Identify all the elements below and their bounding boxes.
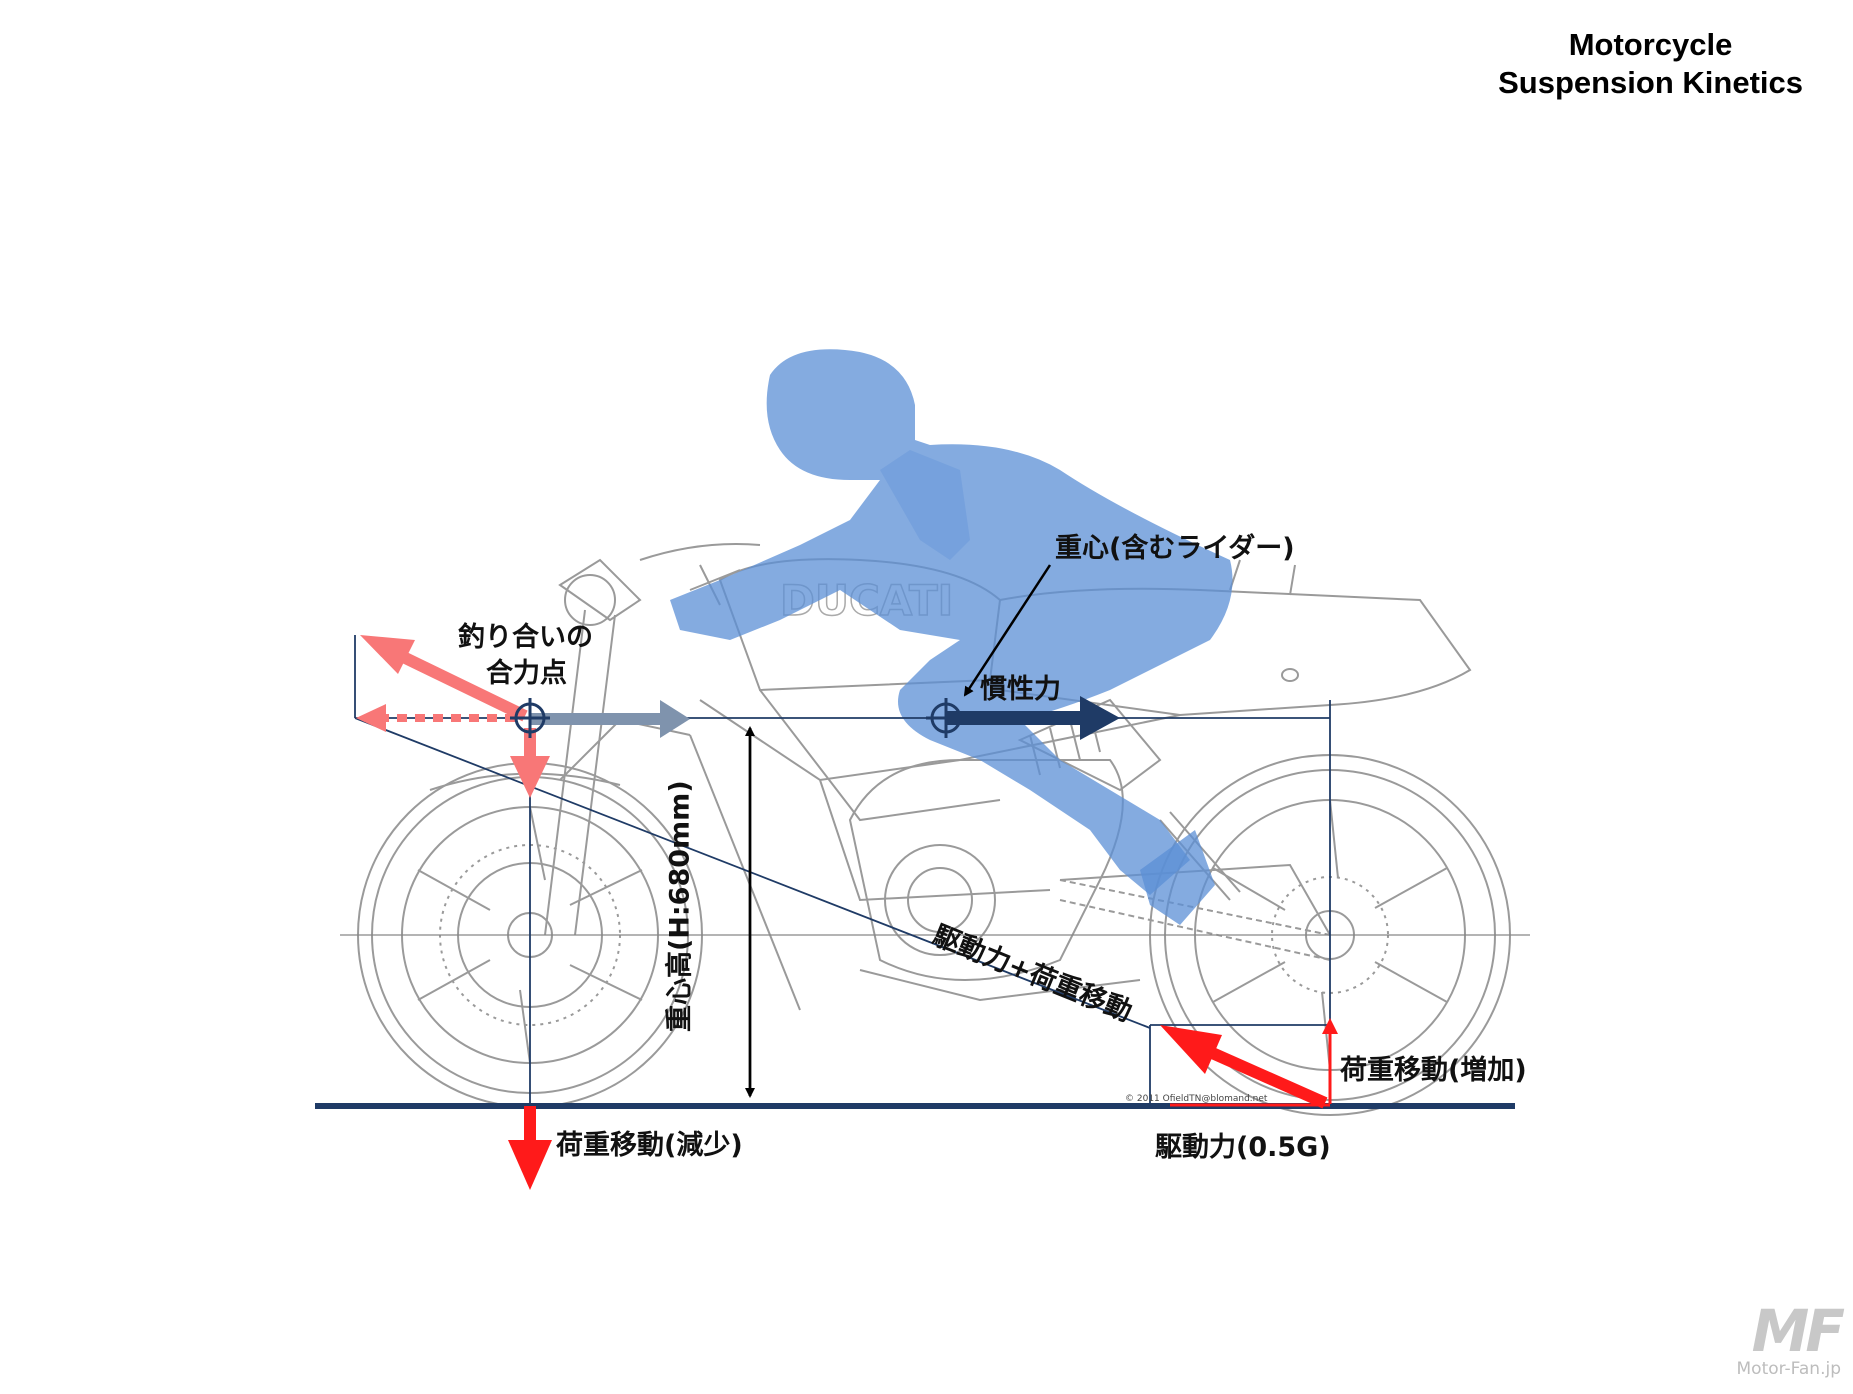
cog-rider-label: 重心(含むライダー) bbox=[1055, 533, 1295, 564]
cg-pointer-line bbox=[963, 564, 1052, 697]
logo-mark: MF bbox=[1751, 1297, 1845, 1365]
inertia-arrow bbox=[946, 696, 1120, 740]
load-decrease-arrow bbox=[508, 1106, 552, 1190]
balance-point-label-1: 釣り合いの bbox=[458, 622, 593, 653]
drive-force-label: 駆動力(0.5G) bbox=[1155, 1132, 1331, 1163]
balance-point-label-2: 合力点 bbox=[486, 658, 567, 689]
diagram-title: Motorcycle Suspension Kinetics bbox=[1498, 26, 1803, 102]
load-increase-label: 荷重移動(増加) bbox=[1340, 1055, 1527, 1086]
rider-silhouette bbox=[670, 349, 1233, 925]
logo-site: Motor-Fan.jp bbox=[1736, 1359, 1842, 1379]
cog-height-label: 重心高(H:680mm) bbox=[664, 780, 696, 1033]
balance-point-marker bbox=[510, 698, 550, 738]
title-line-2: Suspension Kinetics bbox=[1498, 65, 1803, 100]
drive-load-arrow bbox=[1160, 1025, 1328, 1109]
resultant-pink-arrow bbox=[360, 635, 528, 722]
pink-dotted-arrow bbox=[356, 704, 515, 732]
load-decrease-label: 荷重移動(減少) bbox=[556, 1130, 743, 1161]
balance-horizontal-arrow bbox=[530, 700, 690, 738]
resultant-slope-line bbox=[354, 717, 1151, 1029]
credit-text: © 2011 OfieldTN@blomand.net bbox=[1125, 1094, 1268, 1104]
title-line-1: Motorcycle bbox=[1568, 27, 1733, 62]
cg-marker bbox=[926, 698, 966, 738]
inertia-label: 慣性力 bbox=[980, 674, 1061, 705]
motorfan-logo: MF Motor-Fan.jp bbox=[1736, 1297, 1845, 1379]
pink-down-arrow bbox=[510, 728, 550, 798]
load-increase-arrow bbox=[1322, 1018, 1338, 1104]
